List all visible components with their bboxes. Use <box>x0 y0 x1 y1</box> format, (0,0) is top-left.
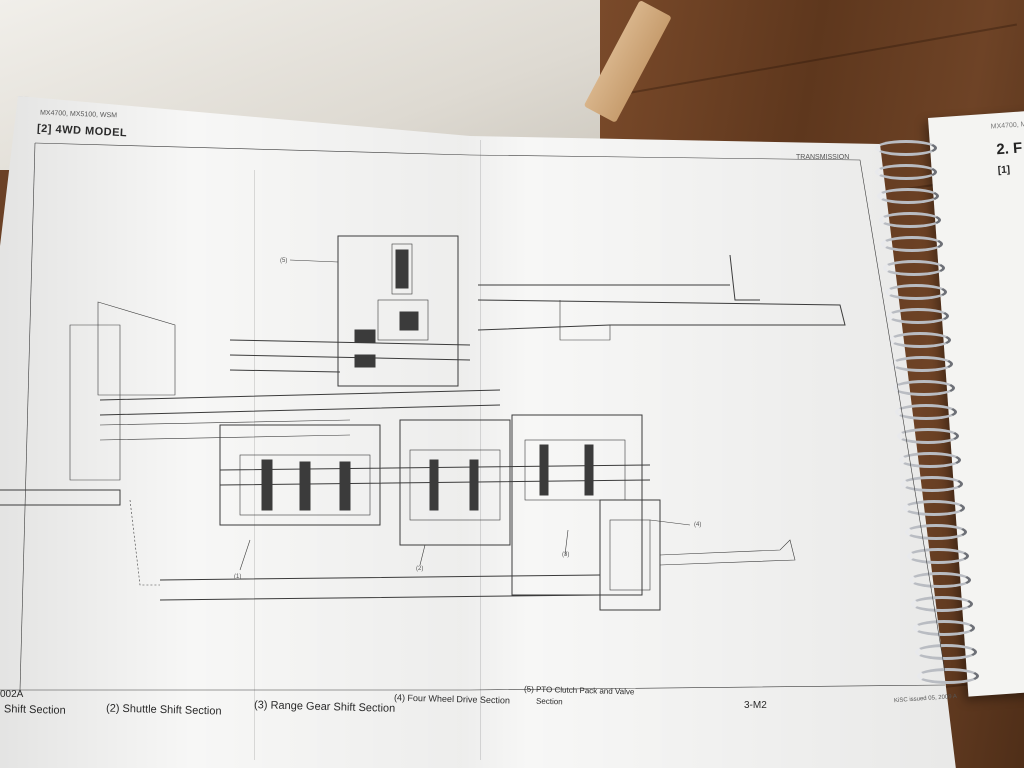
callout-3: (3) <box>562 552 570 558</box>
running-head: TRANSMISSION <box>796 154 850 161</box>
figure-code: 002A <box>0 689 24 700</box>
legend-item-1: Shift Section <box>3 703 66 717</box>
callout-1: (1) <box>234 574 242 580</box>
callout-5: (5) <box>280 258 288 264</box>
callout-4: (4) <box>694 522 702 528</box>
legend-item-5-line2: Section <box>535 696 563 707</box>
page-fold-1 <box>254 170 255 760</box>
spiral-binding <box>875 140 979 700</box>
manual-page <box>0 96 958 768</box>
page-number: 3-M2 <box>744 700 767 711</box>
callout-2: (2) <box>416 566 424 572</box>
